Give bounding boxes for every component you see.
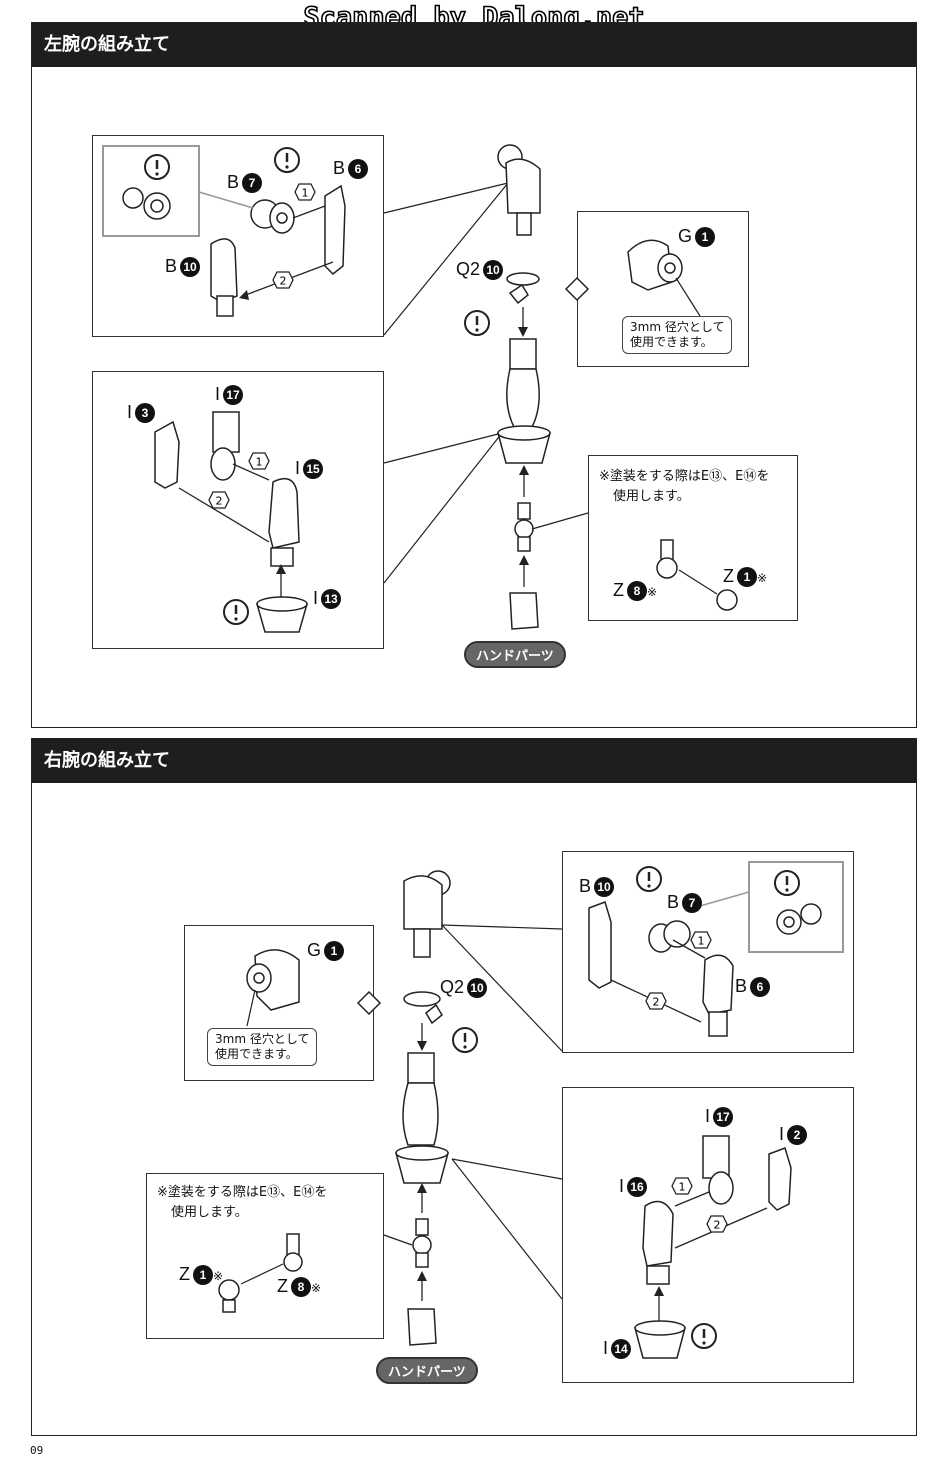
svg-text:2: 2	[280, 275, 287, 288]
hand-parts-label: ハンドパーツ	[464, 641, 566, 668]
page-number: 09	[30, 1444, 44, 1457]
section-title: 右腕の組み立て	[32, 739, 916, 783]
paint-note-line1: ※塗装をする際はE⑬、E⑭を	[157, 1185, 328, 1200]
paint-note-line2: 使用します。	[171, 1205, 248, 1220]
svg-text:1: 1	[256, 456, 263, 469]
step-marker-1: 1	[294, 183, 316, 201]
svg-text:1: 1	[698, 935, 705, 948]
main-assembly-drawing	[383, 144, 590, 630]
hole-callout: 3mm 径穴として 使用できます。	[207, 1028, 318, 1066]
main-assembly-drawing	[356, 870, 563, 1346]
svg-text:2: 2	[653, 996, 660, 1009]
step-marker-1: 1	[671, 1177, 693, 1195]
step-marker-2: 2	[706, 1215, 728, 1233]
step-marker-2: 2	[645, 992, 667, 1010]
svg-text:1: 1	[302, 187, 309, 200]
paint-note-line1: ※塗装をする際はE⑬、E⑭を	[599, 469, 770, 484]
svg-text:2: 2	[714, 1219, 721, 1232]
step-marker-1: 1	[690, 931, 712, 949]
svg-text:2: 2	[216, 495, 223, 508]
hand-parts-label: ハンドパーツ	[376, 1357, 478, 1384]
svg-text:1: 1	[679, 1181, 686, 1194]
step-marker-2: 2	[208, 491, 230, 509]
hole-callout: 3mm 径穴として 使用できます。	[622, 316, 733, 354]
paint-note-line2: 使用します。	[613, 489, 690, 504]
step-marker-2: 2	[272, 271, 294, 289]
section-title: 左腕の組み立て	[32, 23, 916, 67]
step-marker-1: 1	[248, 452, 270, 470]
